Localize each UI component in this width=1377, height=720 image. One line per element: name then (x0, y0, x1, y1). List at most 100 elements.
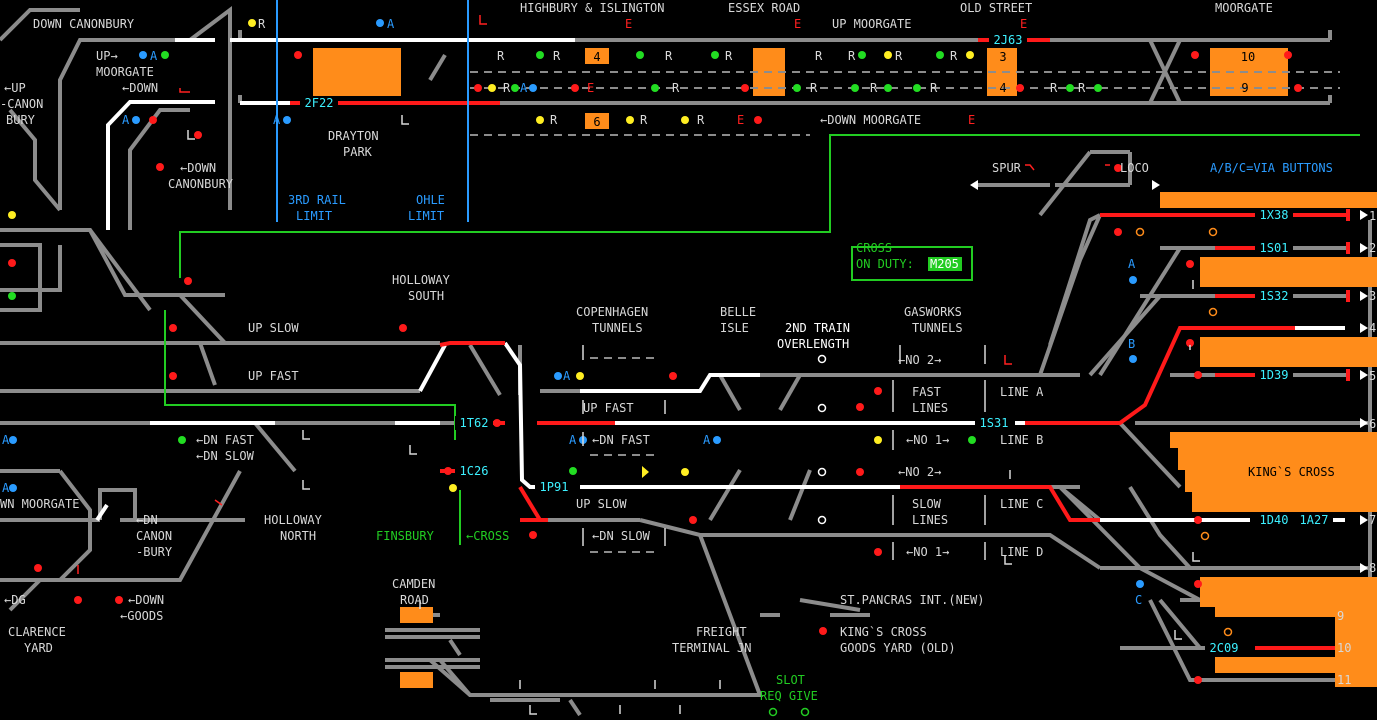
svg-text:A: A (122, 113, 130, 127)
svg-text:R: R (1050, 81, 1058, 95)
label-highbury: HIGHBURY & ISLINGTON (520, 1, 665, 15)
kx-platform-7: 7 (1369, 513, 1376, 527)
svg-text:A: A (569, 433, 577, 447)
svg-text:LINES: LINES (912, 401, 948, 415)
svg-text:←DOWN: ←DOWN (128, 593, 164, 607)
train-id-1S32[interactable]: 1S32 (1260, 289, 1289, 303)
svg-text:R: R (810, 81, 818, 95)
svg-text:UP FAST: UP FAST (583, 401, 634, 415)
svg-text:R: R (1078, 81, 1086, 95)
svg-text:REQ GIVE: REQ GIVE (760, 689, 818, 703)
svg-text:SLOW: SLOW (912, 497, 942, 511)
svg-text:←NO 2→: ←NO 2→ (898, 465, 941, 479)
svg-text:←NO 1→: ←NO 1→ (906, 545, 949, 559)
shunt-signals (77, 15, 1200, 715)
svg-text:OVERLENGTH: OVERLENGTH (777, 337, 849, 351)
svg-text:CROSS: CROSS (856, 241, 892, 255)
svg-text:SOUTH: SOUTH (408, 289, 444, 303)
route-markers: R R R R R R R R R R R R R R R R R R R A … (2, 17, 1142, 607)
occupied-track (290, 38, 1350, 650)
label-moorgate: MOORGATE (1215, 1, 1273, 15)
svg-text:A: A (2, 433, 10, 447)
svg-text:←DG: ←DG (4, 593, 26, 607)
kx-platform-11: 11 (1337, 673, 1351, 687)
svg-text:R: R (672, 81, 680, 95)
svg-text:LIMIT: LIMIT (296, 209, 332, 223)
svg-text:←DN SLOW: ←DN SLOW (196, 449, 255, 463)
limit-lines (276, 0, 469, 222)
svg-text:GOODS YARD (OLD): GOODS YARD (OLD) (840, 641, 956, 655)
svg-text:R: R (497, 49, 505, 63)
train-id-1T62[interactable]: 1T62 (460, 416, 489, 430)
svg-text:A: A (520, 81, 528, 95)
train-id-1A27[interactable]: 1A27 (1300, 513, 1329, 527)
svg-text:HOLLOWAY: HOLLOWAY (392, 273, 451, 287)
svg-text:FINSBURY: FINSBURY (376, 529, 435, 543)
svg-text:ST.PANCRAS INT.(NEW): ST.PANCRAS INT.(NEW) (840, 593, 985, 607)
train-id-1D40[interactable]: 1D40 (1260, 513, 1289, 527)
svg-text:←DN FAST: ←DN FAST (592, 433, 650, 447)
via-buttons-legend: A/B/C=VIA BUTTONS (1210, 161, 1333, 175)
svg-text:LINE D: LINE D (1000, 545, 1043, 559)
svg-text:FAST: FAST (912, 385, 941, 399)
train-id-1S31[interactable]: 1S31 (980, 416, 1009, 430)
svg-text:E: E (625, 17, 632, 31)
svg-text:E: E (737, 113, 744, 127)
svg-text:SPUR: SPUR (992, 161, 1022, 175)
kings-cross-platform-numbers: 1 2 3 4 5 6 7 8 9 10 11 (1337, 209, 1376, 687)
svg-text:CANON: CANON (136, 529, 172, 543)
svg-text:←DOWN MOORGATE: ←DOWN MOORGATE (820, 113, 921, 127)
train-id-1S01[interactable]: 1S01 (1260, 241, 1289, 255)
train-id-2J63[interactable]: 2J63 (994, 33, 1023, 47)
train-ids: 2J63 2F22 1X38 1S01 1S32 1D39 1T62 1S31 … (305, 33, 1329, 655)
train-id-1P91[interactable]: 1P91 (540, 480, 569, 494)
platforms (313, 48, 1377, 688)
kx-platform-9: 9 (1337, 609, 1344, 623)
train-id-boxes (300, 33, 1333, 655)
svg-text:UP SLOW: UP SLOW (576, 497, 627, 511)
svg-text:FREIGHT: FREIGHT (696, 625, 747, 639)
svg-text:YARD: YARD (24, 641, 53, 655)
signal-aspects[interactable] (8, 19, 1302, 717)
svg-text:LOCO: LOCO (1120, 161, 1149, 175)
svg-text:NORTH: NORTH (280, 529, 316, 543)
svg-text:R: R (815, 49, 823, 63)
label-essex-road: ESSEX ROAD (728, 1, 800, 15)
svg-text:3RD RAIL: 3RD RAIL (288, 193, 346, 207)
kx-platform-4: 4 (1369, 321, 1376, 335)
svg-text:-CANON: -CANON (0, 97, 43, 111)
svg-text:ISLE: ISLE (720, 321, 749, 335)
kx-platform-3: 3 (1369, 289, 1376, 303)
train-id-2C09[interactable]: 2C09 (1210, 641, 1239, 655)
svg-text:CAMDEN: CAMDEN (392, 577, 435, 591)
platform-6-label: 6 (593, 115, 600, 129)
train-id-1X38[interactable]: 1X38 (1260, 208, 1289, 222)
svg-text:←DOWN: ←DOWN (180, 161, 216, 175)
svg-text:A: A (2, 481, 10, 495)
svg-text:R: R (950, 49, 958, 63)
svg-text:TUNNELS: TUNNELS (912, 321, 963, 335)
svg-text:R: R (550, 113, 558, 127)
moorgate-platform-4: 4 (999, 81, 1006, 95)
svg-text:LINE B: LINE B (1000, 433, 1043, 447)
svg-text:UP SLOW: UP SLOW (248, 321, 299, 335)
svg-text:←NO 2→: ←NO 2→ (898, 353, 941, 367)
train-id-1D39[interactable]: 1D39 (1260, 368, 1289, 382)
svg-text:R: R (895, 49, 903, 63)
train-id-2F22[interactable]: 2F22 (305, 96, 334, 110)
svg-text:WN MOORGATE: WN MOORGATE (0, 497, 79, 511)
svg-text:←GOODS: ←GOODS (120, 609, 163, 623)
svg-text:R: R (640, 113, 648, 127)
kx-platform-10: 10 (1337, 641, 1351, 655)
via-button-a: A (387, 17, 395, 31)
train-id-1C26[interactable]: 1C26 (460, 464, 489, 478)
svg-text:LIMIT: LIMIT (408, 209, 444, 223)
svg-text:LINE C: LINE C (1000, 497, 1043, 511)
routed-track (95, 38, 1345, 522)
svg-text:←DN FAST: ←DN FAST (196, 433, 254, 447)
svg-text:R: R (553, 49, 561, 63)
overlength-warning: 2ND TRAIN (785, 321, 850, 335)
svg-text:GASWORKS: GASWORKS (904, 305, 962, 319)
